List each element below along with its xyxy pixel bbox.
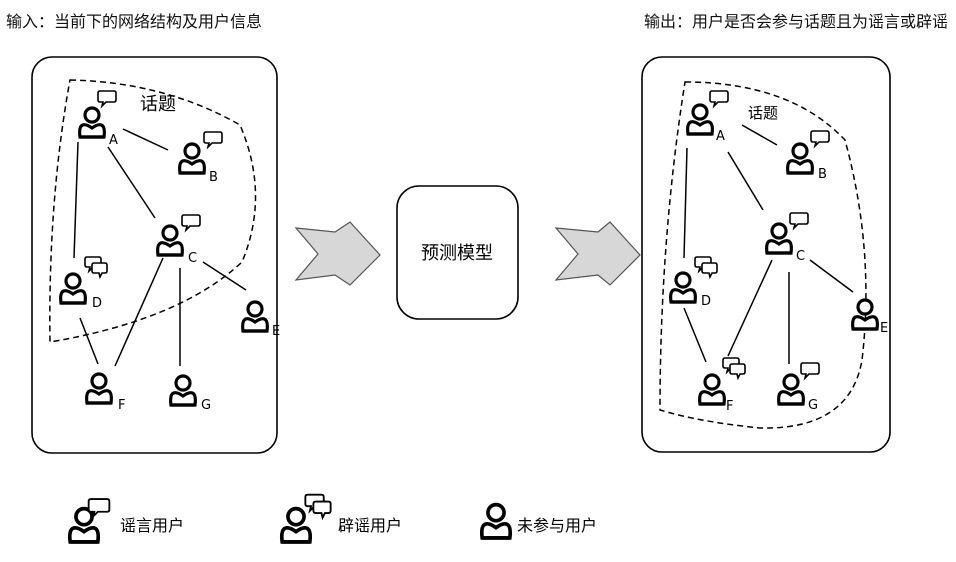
legend-item-rumor: 谣言用户 — [70, 499, 184, 542]
node-label: F — [726, 399, 733, 414]
node-label: E — [272, 324, 280, 339]
arrow-right-icon — [556, 222, 640, 285]
node-label: G — [201, 398, 211, 413]
prediction-model-box: 预测模型 — [397, 186, 518, 319]
node-label: A — [716, 129, 725, 144]
non-participant-user-icon — [482, 505, 510, 538]
output-topic-label: 话题 — [748, 104, 778, 122]
legend-label: 辟谣用户 — [338, 516, 402, 535]
node-label: B — [818, 167, 827, 182]
node-label: G — [808, 398, 818, 413]
node-label: C — [188, 251, 197, 266]
legend-label: 未参与用户 — [517, 516, 597, 535]
legend: 谣言用户 辟谣用户 未参与用户 — [70, 495, 597, 542]
model-label: 预测模型 — [421, 243, 493, 264]
input-network-panel: 话题 A B C D E F G — [32, 57, 280, 453]
arrow-right-icon — [296, 222, 380, 285]
legend-label: 谣言用户 — [120, 516, 184, 535]
refute-user-icon — [282, 495, 331, 542]
rumor-user-icon — [70, 499, 110, 542]
input-topic-label: 话题 — [140, 94, 176, 115]
node-label: B — [209, 170, 218, 185]
legend-item-non-participant: 未参与用户 — [482, 505, 597, 538]
node-label: D — [701, 294, 711, 309]
node-label: D — [92, 296, 102, 311]
node-label: E — [880, 321, 888, 336]
output-network-panel: 话题 A B C D E F G — [642, 57, 890, 452]
legend-item-refute: 辟谣用户 — [282, 495, 402, 542]
node-label: C — [796, 249, 805, 264]
node-label: A — [109, 133, 118, 148]
input-panel-frame — [32, 57, 277, 453]
node-label: F — [118, 398, 125, 413]
